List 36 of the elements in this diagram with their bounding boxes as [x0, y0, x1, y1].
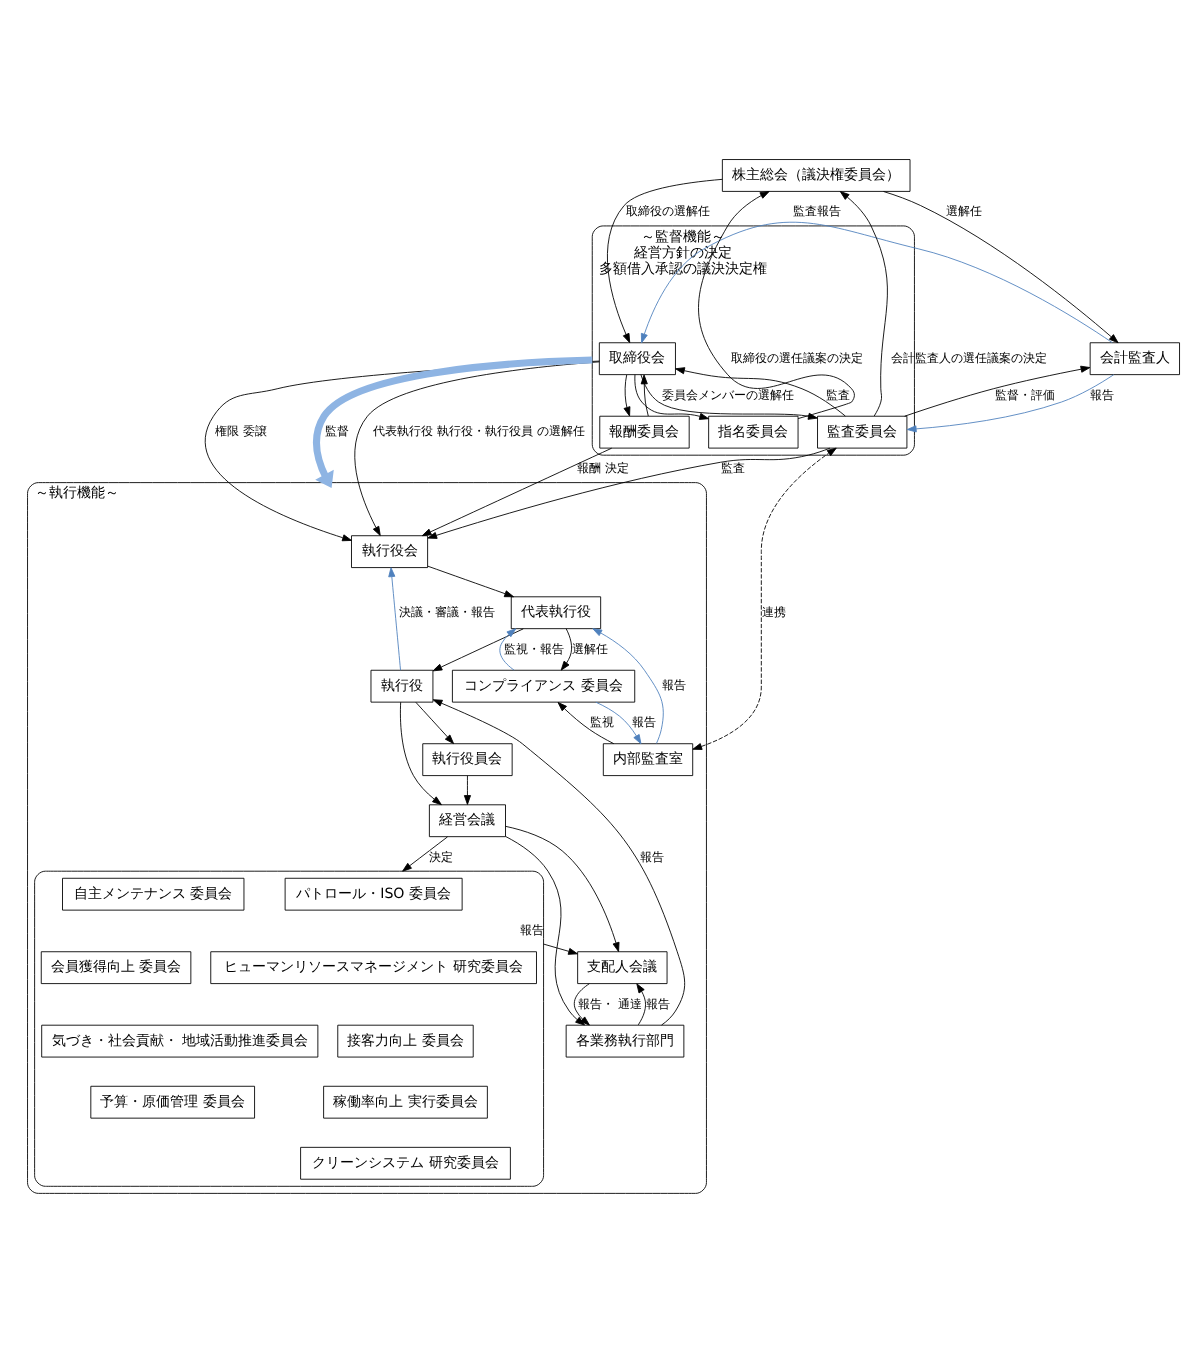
arrow: [595, 701, 642, 745]
arrow: [606, 178, 723, 344]
arrow: [399, 701, 442, 806]
arrow: [839, 191, 888, 417]
arrow: [505, 836, 585, 1026]
arrow: [573, 983, 590, 1026]
arrow: [640, 374, 649, 417]
arrow: [432, 699, 686, 1026]
arrow: [402, 836, 448, 872]
arrow: [463, 775, 471, 805]
arrow: [592, 628, 664, 744]
arrow: [904, 365, 1091, 417]
arrow: [427, 565, 515, 598]
arrow: [421, 447, 613, 537]
arrow: [623, 374, 631, 417]
arrow: [388, 567, 401, 671]
arrow: [415, 701, 455, 745]
arrow: [906, 374, 1115, 433]
arrow: [698, 191, 855, 420]
arrow: [499, 628, 517, 671]
arrow: [543, 943, 578, 955]
arrow: [354, 361, 600, 536]
cluster: [34, 870, 544, 1187]
arrow: [640, 374, 818, 420]
arrow: [640, 221, 1113, 344]
arrow: [636, 983, 646, 1026]
arrow: [313, 356, 593, 489]
arrow: [560, 628, 573, 671]
arrow: [692, 447, 837, 750]
arrow: [557, 701, 615, 745]
arrow: [427, 447, 831, 539]
arrow: [883, 191, 1119, 344]
arrow: [432, 628, 524, 672]
arrow: [634, 374, 710, 420]
arrow: [505, 825, 620, 953]
arrow: [675, 367, 846, 417]
